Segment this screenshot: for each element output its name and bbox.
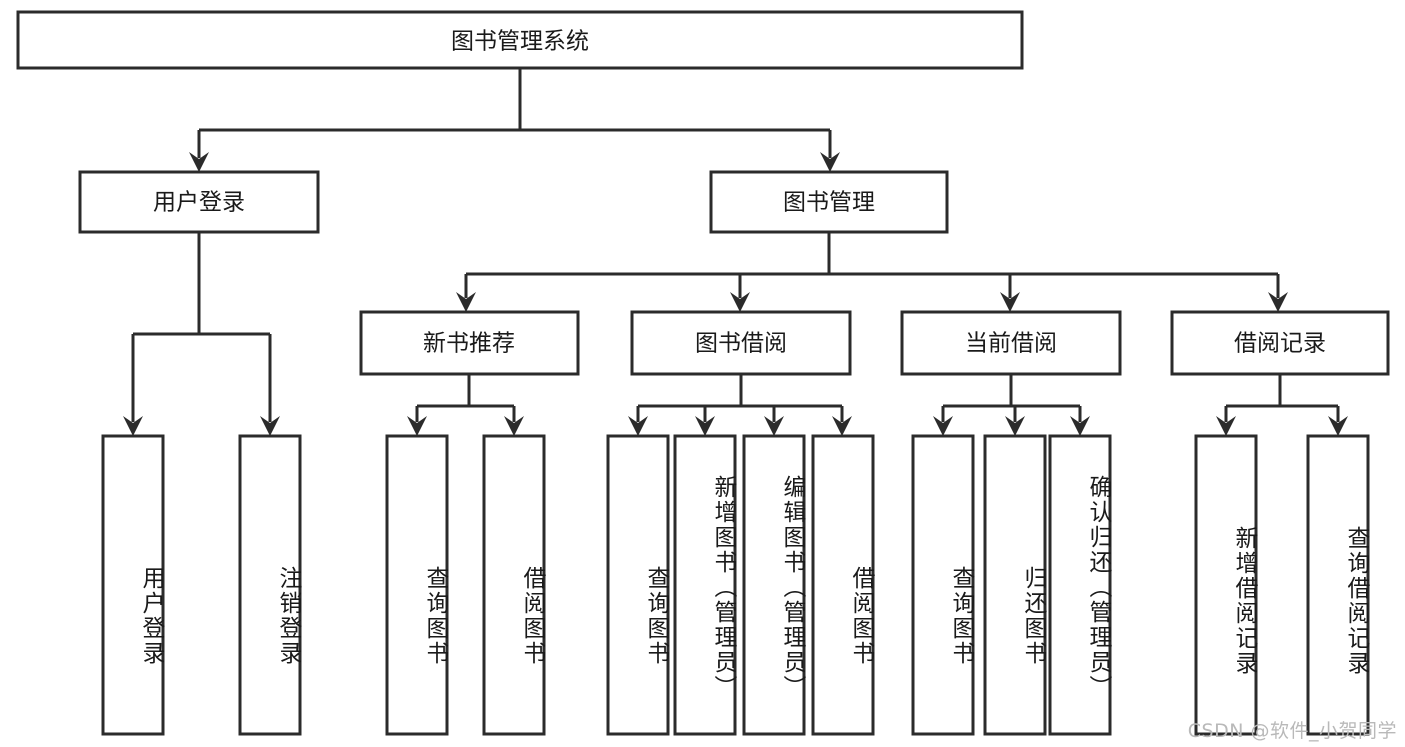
csdn-watermark: CSDN @软件_小贺同学 bbox=[1187, 720, 1397, 742]
leaf-box-query-book-3[interactable] bbox=[911, 434, 975, 736]
arrowhead-book-manage bbox=[820, 152, 840, 172]
arrowhead-leaf-borrow-book-1 bbox=[504, 416, 524, 436]
leaf-box-borrow-book-1[interactable] bbox=[482, 434, 546, 736]
node-book-manage-label: 图书管理 bbox=[783, 190, 875, 216]
leaf-box-add-book[interactable] bbox=[673, 434, 737, 736]
leaf-box-query-book-2[interactable] bbox=[606, 434, 670, 736]
leaf-box-user-login[interactable] bbox=[101, 434, 165, 736]
arrowhead-leaf-edit-book bbox=[764, 416, 784, 436]
arrowhead-leaf-borrow-book-2 bbox=[832, 416, 852, 436]
arrowhead-leaf-add-record bbox=[1216, 416, 1236, 436]
leaf-box-borrow-book-2[interactable] bbox=[811, 434, 875, 736]
arrowhead-leaf-query-record bbox=[1328, 416, 1348, 436]
arrowhead-new-book-rec bbox=[456, 292, 476, 312]
arrowhead-leaf-query-book-1 bbox=[407, 416, 427, 436]
node-user-login-label: 用户登录 bbox=[153, 190, 245, 216]
node-new-book-rec-label: 新书推荐 bbox=[423, 331, 515, 357]
node-current-borrow-box[interactable] bbox=[900, 310, 1122, 376]
node-new-book-rec-box[interactable] bbox=[359, 310, 580, 376]
arrowhead-current-borrow bbox=[1000, 292, 1020, 312]
arrowhead-leaf-return-book bbox=[1005, 416, 1025, 436]
leaf-box-return-book[interactable] bbox=[983, 434, 1047, 736]
arrowhead-leaf-user-logout bbox=[260, 416, 280, 436]
arrowhead-borrow-record bbox=[1268, 292, 1288, 312]
arrowhead-user-login bbox=[189, 152, 209, 172]
arrowhead-leaf-add-book bbox=[695, 416, 715, 436]
node-borrow-record-label: 借阅记录 bbox=[1234, 331, 1326, 357]
leaf-box-add-record[interactable] bbox=[1194, 434, 1258, 736]
node-book-manage-box[interactable] bbox=[709, 170, 949, 234]
arrowhead-book-borrow bbox=[730, 292, 750, 312]
leaf-box-confirm-return[interactable] bbox=[1048, 434, 1112, 736]
node-book-borrow-box[interactable] bbox=[630, 310, 852, 376]
node-book-borrow-label: 图书借阅 bbox=[695, 331, 787, 357]
node-current-borrow-label: 当前借阅 bbox=[965, 331, 1057, 357]
arrowhead-leaf-confirm-return bbox=[1070, 416, 1090, 436]
leaf-box-query-book-1[interactable] bbox=[385, 434, 449, 736]
leaf-box-query-record[interactable] bbox=[1306, 434, 1370, 736]
arrowhead-leaf-query-book-3 bbox=[933, 416, 953, 436]
node-root-label: 图书管理系统 bbox=[451, 29, 589, 55]
arrowhead-leaf-query-book-2 bbox=[628, 416, 648, 436]
node-user-login-box[interactable] bbox=[78, 170, 320, 234]
leaf-box-user-logout[interactable] bbox=[238, 434, 302, 736]
node-root-box[interactable] bbox=[16, 10, 1024, 70]
arrowhead-leaf-user-login bbox=[123, 416, 143, 436]
leaf-box-edit-book[interactable] bbox=[742, 434, 806, 736]
